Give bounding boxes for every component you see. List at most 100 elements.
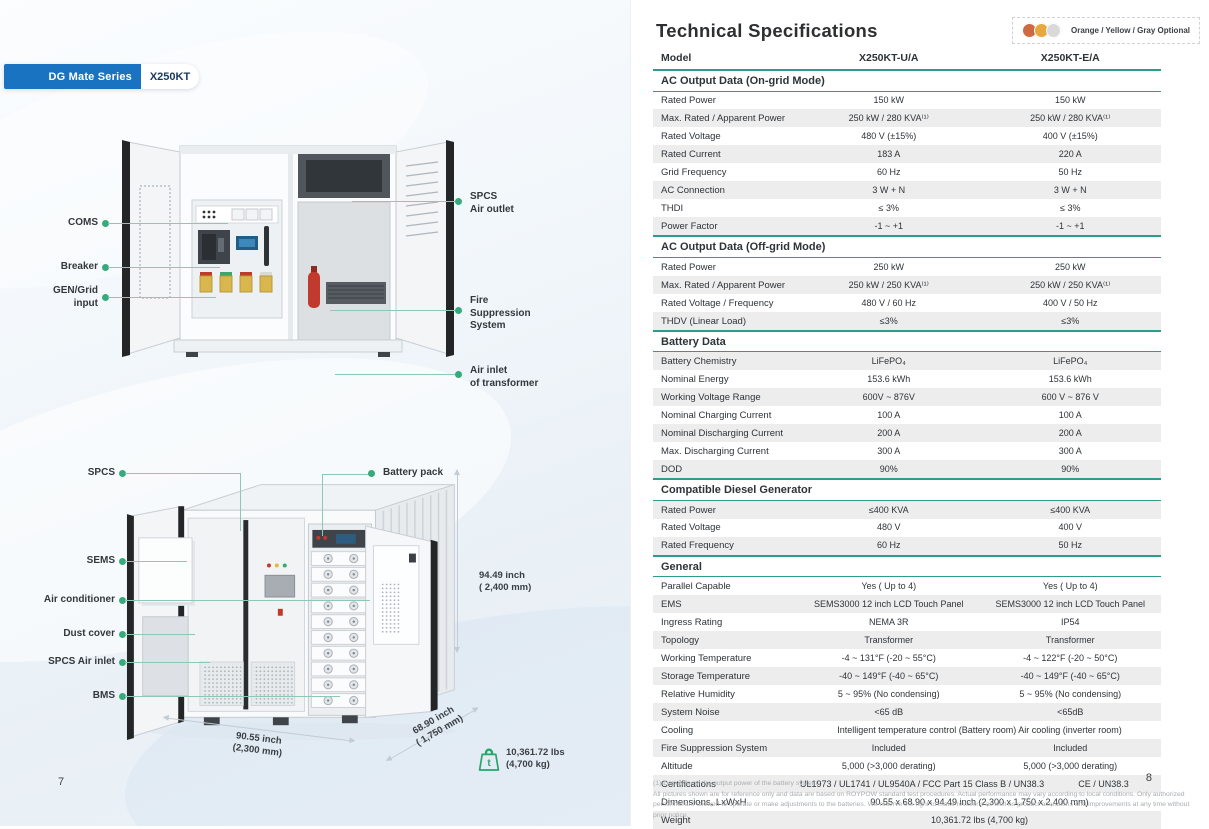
spec-label: Weight <box>661 814 691 826</box>
spec-value-1: 480 V <box>876 522 901 533</box>
spec-value-2: ≤ 3% <box>1060 203 1081 214</box>
spec-label: Rated Power <box>661 261 716 273</box>
spec-value-1: 60 Hz <box>876 167 901 178</box>
spec-label: Working Temperature <box>661 652 752 664</box>
callout-line <box>108 297 216 298</box>
callout-gen-grid-input: GEN/Grid input <box>52 285 98 309</box>
callout-line <box>335 374 457 375</box>
spec-label: Nominal Energy <box>661 374 729 386</box>
weight-icon: t <box>478 748 500 771</box>
section-header: Compatible Diesel Generator <box>653 478 1161 501</box>
section-header: AC Output Data (On-grid Mode) <box>653 69 1161 92</box>
spec-label: Power Factor <box>661 221 718 233</box>
spec-label: EMS <box>661 598 682 610</box>
callout-dot <box>119 631 126 638</box>
spec-label: Altitude <box>661 760 693 772</box>
spec-value-2: 200 A <box>1058 428 1082 439</box>
spec-value-1: Transformer <box>864 634 914 645</box>
spec-label: Rated Current <box>661 149 721 161</box>
spec-value-1: 150 kW <box>873 95 904 106</box>
spec-value-2: Included <box>1053 742 1088 753</box>
cabinet-isometric-illustration <box>126 483 456 740</box>
footnote-2: All pictures shown are for reference onl… <box>653 790 1190 819</box>
spec-label: THDV (Linear Load) <box>661 315 747 327</box>
callout-dust-cover: Dust cover <box>63 628 115 639</box>
spec-value-1: 250 kW / 280 KVA⁽¹⁾ <box>848 113 929 124</box>
spec-value-1: 480 V / 60 Hz <box>861 297 917 308</box>
section-header: General <box>653 554 1161 578</box>
spec-label: Rated Voltage <box>661 131 721 143</box>
page-number-right: 8 <box>1145 772 1152 784</box>
spec-value-1: 5,000 (>3,000 derating) <box>841 760 936 771</box>
series-model-tab: X250KT <box>141 64 199 89</box>
callout-dot <box>119 597 126 604</box>
spec-value-2: LiFePO₄ <box>1053 356 1088 367</box>
spec-value-1: 153.6 kWh <box>867 374 911 385</box>
spec-value-1: 100 A <box>877 410 901 421</box>
spec-value-2: 400 V (±15%) <box>1042 131 1098 142</box>
spec-label: Cooling <box>661 724 694 736</box>
callout-line <box>125 662 210 663</box>
spec-row: THDV (Linear Load)≤3%≤3% <box>653 311 1161 330</box>
spec-label: Working Voltage Range <box>661 392 761 404</box>
callout-line <box>240 473 241 531</box>
height-dimension-label: 94.49 inch ( 2,400 mm) <box>479 570 532 594</box>
spec-value-2: ≤400 KVA <box>1050 504 1091 515</box>
svg-text:t: t <box>487 758 491 769</box>
callout-line <box>125 634 195 635</box>
spec-label: Max. Rated / Apparent Power <box>661 279 786 291</box>
spec-value-2: Yes ( Up to 4) <box>1042 580 1098 591</box>
callout-fire-suppression: Fire Suppression System <box>470 295 531 331</box>
spec-row: Rated Voltage 480 V (±15%) 400 V (±15%) <box>653 127 1161 145</box>
callout-spcs-air-outlet: SPCS Air outlet <box>470 191 514 215</box>
spec-value-2: 5,000 (>3,000 derating) <box>1023 760 1118 771</box>
spec-label: Nominal Discharging Current <box>661 428 783 440</box>
callout-line <box>352 201 457 202</box>
spec-value-1: SEMS3000 12 inch LCD Touch Panel <box>814 598 964 609</box>
spec-value-2: 250 kW / 280 KVA⁽¹⁾ <box>1030 113 1111 124</box>
spec-label: Grid Frequency <box>661 167 727 179</box>
callout-battery-pack: Battery pack <box>383 467 444 478</box>
callout-sems: SEMS <box>86 555 115 566</box>
callout-air-conditioner: Air conditioner <box>43 594 115 605</box>
callout-dot <box>119 693 126 700</box>
spec-value-2: 600 V ~ 876 V <box>1041 392 1099 403</box>
model-variant-1: X250KT-U/A <box>858 52 919 64</box>
callout-dot <box>119 558 126 565</box>
spec-value-1: <65 dB <box>874 706 904 717</box>
height-dimension-line <box>454 469 460 653</box>
spec-label: System Noise <box>661 706 720 718</box>
spec-value-1: -4 ~ 131°F (-20 ~ 55°C) <box>841 652 936 663</box>
spec-value-1: LiFePO₄ <box>871 356 906 367</box>
spec-value-2: 400 V <box>1058 522 1083 533</box>
callout-line <box>330 310 457 311</box>
spec-label: Max. Rated / Apparent Power <box>661 113 786 125</box>
spec-value-2: -40 ~ 149°F (-40 ~ 65°C) <box>1020 670 1120 681</box>
spec-row: Altitude 5,000 (>3,000 derating) 5,000 (>3… <box>653 757 1161 775</box>
spec-label: Rated Voltage / Frequency <box>661 297 774 309</box>
spec-value-1: 300 A <box>877 446 901 457</box>
callout-dot <box>455 307 462 314</box>
spec-value-2: 100 A <box>1058 410 1082 421</box>
spec-value-2: 90% <box>1061 464 1080 475</box>
spec-label: Certifications <box>661 778 716 790</box>
spec-value-2: 400 V / 50 Hz <box>1042 297 1098 308</box>
spec-label: Dimensions, LxWxH <box>661 796 747 808</box>
spec-row: Max. Rated / Apparent Power 250 kW / 280 … <box>653 109 1161 128</box>
spec-value-1: Yes ( Up to 4) <box>861 580 917 591</box>
spec-value-2: -1 ~ +1 <box>1055 221 1085 232</box>
spec-value-2: 150 kW <box>1054 95 1086 106</box>
model-header-row: Model X250KT-U/A X250KT-E/A <box>653 46 1161 69</box>
spec-value-1: 480 V (±15%) <box>861 131 917 142</box>
